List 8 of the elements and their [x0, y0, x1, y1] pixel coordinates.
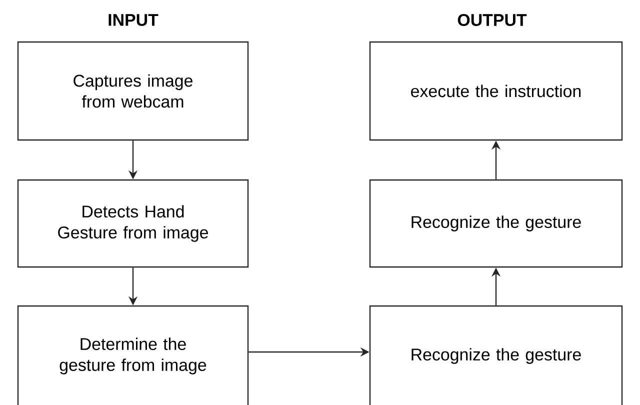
process-box: Recognize the gesture: [369, 179, 623, 268]
process-box: Recognize the gesture: [369, 305, 623, 405]
column-heading: INPUT: [108, 14, 158, 26]
process-box: Captures image from webcam: [17, 41, 249, 141]
process-box: execute the instruction: [369, 41, 623, 141]
process-box: Determine the gesture from image: [17, 305, 249, 405]
column-heading: OUTPUT: [458, 14, 527, 26]
process-box: Detects Hand Gesture from image: [17, 179, 249, 268]
